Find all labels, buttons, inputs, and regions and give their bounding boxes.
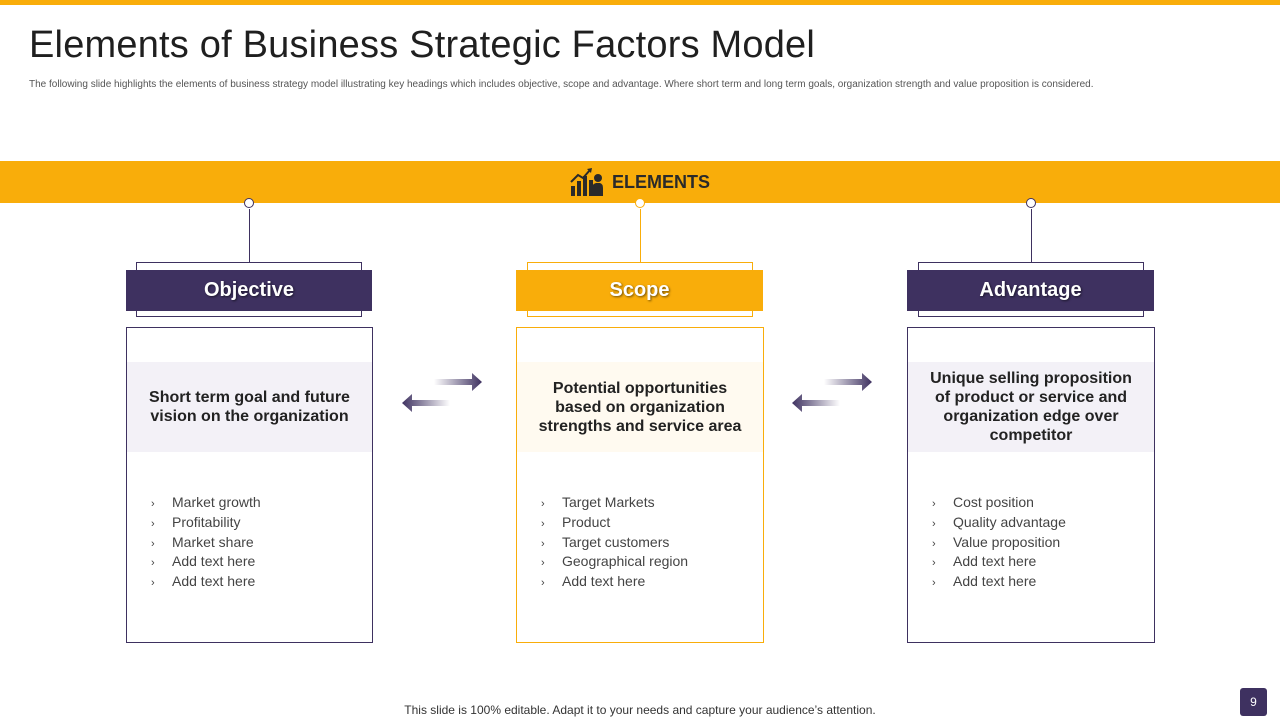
chevron-right-icon: › bbox=[541, 577, 545, 590]
connector-dot-scope bbox=[635, 198, 645, 208]
chevron-right-icon: › bbox=[541, 498, 545, 510]
connector-line-advantage bbox=[1031, 209, 1032, 262]
card-advantage: Unique selling proposition of product or… bbox=[907, 327, 1155, 643]
list-item: ›Add text here bbox=[932, 553, 1066, 573]
slide-title: Elements of Business Strategic Factors M… bbox=[29, 24, 816, 66]
chevron-right-icon: › bbox=[541, 557, 545, 570]
list-item: ›Quality advantage bbox=[932, 514, 1066, 534]
connector-dot-objective bbox=[244, 198, 254, 208]
top-accent-stripe bbox=[0, 0, 1280, 5]
chevron-right-icon: › bbox=[151, 517, 155, 530]
chevron-right-icon: › bbox=[932, 557, 936, 570]
card-list-scope: ›Target Markets ›Product ›Target custome… bbox=[541, 494, 688, 593]
elements-banner: ELEMENTS bbox=[0, 161, 1280, 203]
page-number-badge: 9 bbox=[1240, 688, 1267, 716]
chevron-right-icon: › bbox=[932, 537, 936, 550]
connector-line-scope bbox=[640, 209, 641, 262]
banner-label: ELEMENTS bbox=[611, 171, 710, 192]
list-item: ›Product bbox=[541, 514, 688, 534]
chevron-right-icon: › bbox=[151, 557, 155, 570]
chevron-right-icon: › bbox=[932, 577, 936, 590]
list-item: ›Market growth bbox=[151, 494, 261, 514]
list-item: ›Profitability bbox=[151, 514, 261, 534]
list-item: ›Target customers bbox=[541, 534, 688, 554]
card-list-objective: ›Market growth ›Profitability ›Market sh… bbox=[151, 494, 261, 593]
list-item: ›Target Markets bbox=[541, 494, 688, 514]
connector-dot-advantage bbox=[1026, 198, 1036, 208]
column-heading-scope: Scope bbox=[516, 270, 763, 311]
chevron-right-icon: › bbox=[541, 537, 545, 550]
list-item: ›Add text here bbox=[541, 573, 688, 593]
swap-arrows-icon bbox=[792, 373, 872, 412]
list-item: ›Cost position bbox=[932, 494, 1066, 514]
banner-content: ELEMENTS bbox=[570, 166, 710, 198]
chevron-right-icon: › bbox=[932, 498, 936, 510]
footer-note: This slide is 100% editable. Adapt it to… bbox=[404, 703, 876, 717]
list-item: ›Add text here bbox=[151, 573, 261, 593]
card-list-advantage: ›Cost position ›Quality advantage ›Value… bbox=[932, 494, 1066, 593]
business-growth-icon bbox=[570, 168, 603, 196]
column-heading-objective: Objective bbox=[126, 270, 372, 311]
list-item: ›Geographical region bbox=[541, 553, 688, 573]
chevron-right-icon: › bbox=[151, 537, 155, 550]
chevron-right-icon: › bbox=[932, 517, 936, 530]
column-heading-advantage: Advantage bbox=[907, 270, 1154, 311]
list-item: ›Add text here bbox=[932, 573, 1066, 593]
connector-line-objective bbox=[249, 209, 250, 262]
card-description-objective: Short term goal and future vision on the… bbox=[127, 362, 372, 452]
card-description-scope: Potential opportunities based on organiz… bbox=[517, 362, 763, 452]
slide-subtitle: The following slide highlights the eleme… bbox=[29, 79, 1094, 90]
chevron-right-icon: › bbox=[541, 517, 545, 530]
card-scope: Potential opportunities based on organiz… bbox=[516, 327, 764, 643]
card-description-advantage: Unique selling proposition of product or… bbox=[908, 362, 1154, 452]
list-item: ›Value proposition bbox=[932, 534, 1066, 554]
card-objective: Short term goal and future vision on the… bbox=[126, 327, 373, 643]
chevron-right-icon: › bbox=[151, 577, 155, 590]
chevron-right-icon: › bbox=[151, 498, 155, 510]
swap-arrows-icon bbox=[402, 373, 482, 412]
list-item: ›Add text here bbox=[151, 553, 261, 573]
list-item: ›Market share bbox=[151, 534, 261, 554]
